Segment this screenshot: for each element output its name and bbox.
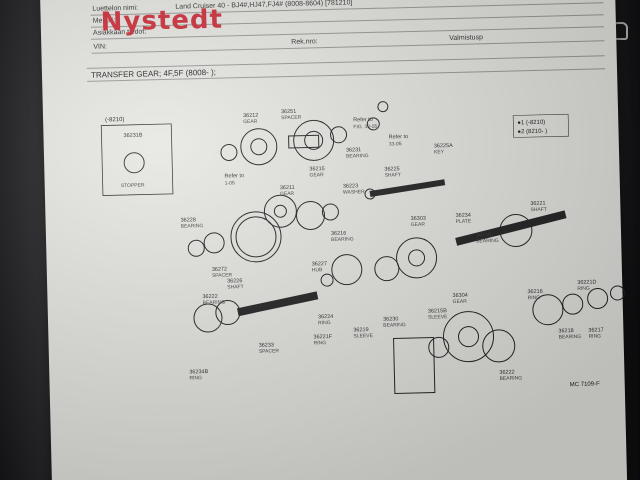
part-num: 36234 xyxy=(455,213,470,219)
part-name: KEY xyxy=(434,149,445,155)
part-num: 36272 xyxy=(212,267,227,273)
part-name: BEARING xyxy=(383,322,406,329)
part-num: 36211 xyxy=(280,185,295,191)
header-rule-4 xyxy=(91,40,605,54)
year-label: Valmistusp xyxy=(449,34,484,43)
part-num: 36221 xyxy=(530,201,545,207)
part-name: BEARING xyxy=(203,300,226,307)
part-num: 36233 xyxy=(259,342,274,348)
exploded-parts-diagram: (-8210) 36231B STOPPER ●1 (-8210) ●2 (82… xyxy=(83,93,631,426)
part-name: BEARING xyxy=(346,153,369,160)
diagram-svg: (-8210) 36231B STOPPER ●1 (-8210) ●2 (82… xyxy=(100,101,625,394)
corner-note-1: ●1 (-8210) xyxy=(517,120,545,127)
part-num: 36215B xyxy=(428,308,447,314)
corner-note-box xyxy=(512,113,569,138)
stopper-part-name: STOPPER xyxy=(121,183,145,190)
part-num: 36217 xyxy=(588,327,603,333)
part-num: 36216 xyxy=(331,231,346,237)
vin-label: VIN: xyxy=(93,43,108,51)
part-num: 36215 xyxy=(309,166,324,172)
ref-sub-3: 1-05 xyxy=(225,180,235,186)
part-labels: 36212 GEAR 36251 SPACER 36215 GEAR 36231… xyxy=(181,109,604,382)
drawn-gears xyxy=(187,101,625,394)
part-name: GEAR xyxy=(411,222,426,228)
ref-label-2: Refer to xyxy=(389,134,409,140)
part-name: SLEEVE xyxy=(428,314,448,320)
part-name: HUB xyxy=(312,267,323,273)
ref-sub-1: FIG. 33-05 xyxy=(353,124,377,131)
part-name: BEARING xyxy=(181,223,204,230)
part-num: 36234B xyxy=(189,369,208,375)
part-num: 36218 xyxy=(476,232,491,238)
brand-watermark: Nystedt xyxy=(100,4,224,38)
part-num: 36231 xyxy=(346,147,361,153)
part-num: 36230 xyxy=(383,316,398,322)
part-num: 36222 xyxy=(499,370,514,376)
diagram-code: MC 7109-F xyxy=(570,381,600,388)
part-name: BEARING xyxy=(558,334,581,341)
ref-label-1: Refer to xyxy=(353,117,373,123)
part-num: 36228 xyxy=(181,217,196,223)
stopper-box xyxy=(100,123,174,196)
part-name: RING xyxy=(318,320,331,326)
part-num: 36222 xyxy=(202,294,217,300)
ref-label-3: Refer to xyxy=(224,173,244,179)
part-name: SHAFT xyxy=(384,172,401,178)
part-name: SHAFT xyxy=(227,284,244,290)
part-num: 36221F xyxy=(313,334,332,340)
stopper-box-note: (-8210) xyxy=(105,117,124,123)
part-num: 36219 xyxy=(353,327,368,333)
part-num: 36303 xyxy=(411,216,426,222)
part-name: BEARING xyxy=(331,236,354,243)
part-name: GEAR xyxy=(280,191,295,197)
part-num: 36225 xyxy=(384,166,399,172)
part-name: GEAR xyxy=(309,172,324,178)
part-num: 36223 xyxy=(343,183,358,189)
part-num: 36216 xyxy=(527,289,542,295)
part-num: 36227 xyxy=(312,261,327,267)
part-name: BEARING xyxy=(499,375,522,382)
part-name: SHAFT xyxy=(530,207,547,213)
part-num: 36212 xyxy=(243,113,258,119)
part-name: PLATE xyxy=(456,219,472,225)
part-name: RING xyxy=(577,286,590,292)
stopper-part-num: 36231B xyxy=(123,133,142,139)
parts-catalog-page: Luettelon nimi: Land Cruiser 40 - BJ4#,H… xyxy=(40,0,628,480)
ref-sub-2: 33-05 xyxy=(389,141,402,147)
part-name: BEARING xyxy=(476,238,499,245)
part-name: RING xyxy=(314,340,327,346)
part-name: SLEEVE xyxy=(353,333,373,339)
part-name: SPACER xyxy=(281,115,302,122)
part-num: 36226 xyxy=(227,278,242,284)
corner-note-2: ●2 (8210- ) xyxy=(517,129,547,136)
part-num: 36221D xyxy=(577,280,596,286)
stopper-ring-drawing xyxy=(123,152,145,174)
part-name: RING xyxy=(588,333,601,339)
part-name: GEAR xyxy=(453,299,468,305)
part-name: SPACER xyxy=(259,348,280,355)
part-num: 36218 xyxy=(558,328,573,334)
part-name: SPACER xyxy=(212,272,233,279)
reg-label: Rek.nro: xyxy=(291,38,318,46)
part-name: GEAR xyxy=(243,119,258,125)
part-name: RING xyxy=(528,295,541,301)
part-num: 36304 xyxy=(452,293,467,299)
part-num: 36224 xyxy=(318,314,333,320)
part-num: 36251 xyxy=(281,109,296,115)
part-name: WASHER xyxy=(343,189,365,196)
part-num: 36225A xyxy=(434,143,453,149)
part-name: RING xyxy=(189,375,202,381)
